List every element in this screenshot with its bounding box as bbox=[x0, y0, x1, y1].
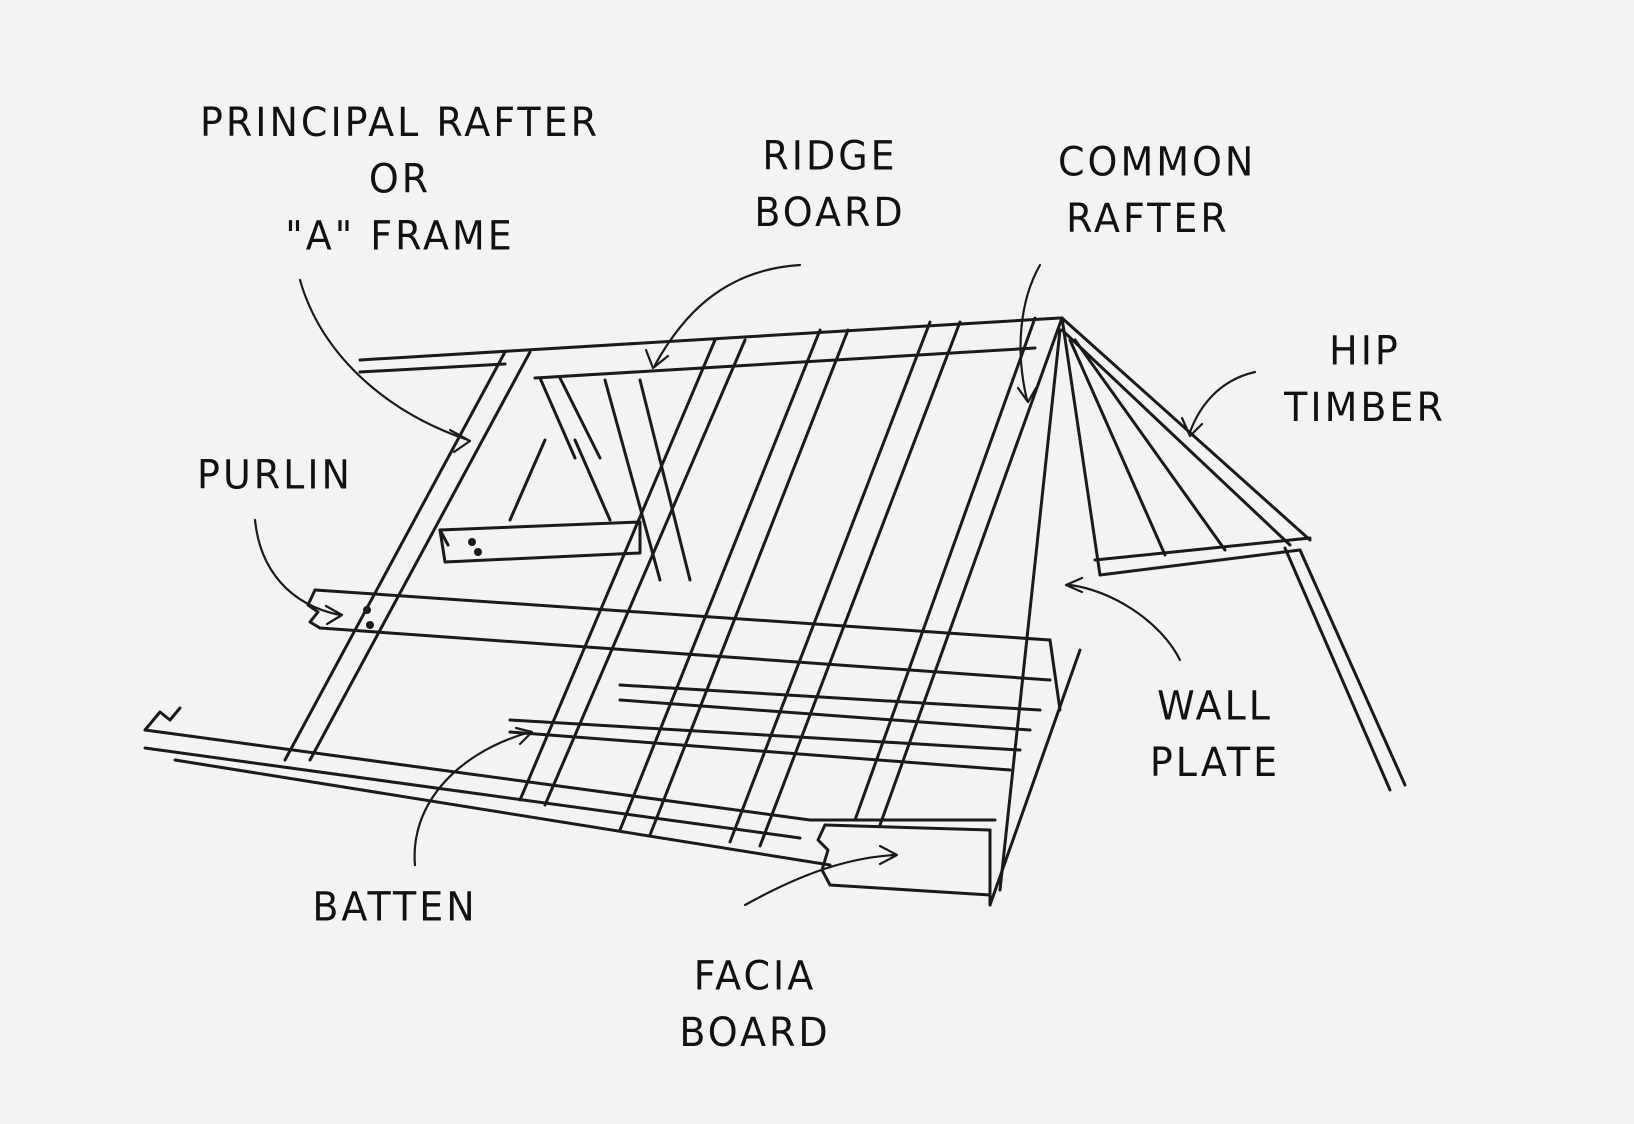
purlin bbox=[306, 588, 1052, 682]
label-line: COMMON bbox=[1058, 138, 1257, 185]
ridge-board bbox=[358, 316, 1062, 380]
label-line: OR bbox=[368, 155, 432, 203]
label-line: BOARD bbox=[679, 1009, 831, 1056]
label-line: HIP bbox=[1329, 327, 1401, 374]
label-line: BOARD bbox=[754, 189, 906, 236]
label-principal-rafter: PRINCIPAL RAFTER OR "A" FRAME bbox=[190, 94, 610, 264]
label-purlin: PURLIN bbox=[190, 447, 360, 504]
label-common-rafter: COMMON RAFTER bbox=[1058, 133, 1257, 246]
facia-board bbox=[173, 648, 1082, 907]
label-facia-board: FACIA BOARD bbox=[670, 947, 840, 1060]
label-batten: BATTEN bbox=[305, 879, 485, 936]
purlin-block bbox=[438, 520, 642, 564]
common-rafters bbox=[518, 316, 1064, 892]
label-line: BATTEN bbox=[312, 883, 478, 931]
label-line: RIDGE bbox=[762, 132, 898, 179]
label-line: "A" FRAME bbox=[285, 212, 515, 259]
label-line: TIMBER bbox=[1284, 384, 1446, 431]
label-line: WALL bbox=[1157, 682, 1273, 729]
label-line: FACIA bbox=[693, 952, 817, 999]
label-line: RAFTER bbox=[1066, 195, 1230, 242]
label-line: PLATE bbox=[1149, 739, 1281, 786]
label-wall-plate: WALL PLATE bbox=[1130, 677, 1300, 790]
wall-plate bbox=[143, 638, 1062, 840]
battens bbox=[508, 683, 1042, 772]
principal-rafter bbox=[283, 350, 692, 762]
leader-arrows bbox=[253, 263, 1257, 907]
label-ridge-board: RIDGE BOARD bbox=[750, 127, 910, 240]
hip-timber bbox=[1060, 316, 1407, 792]
label-line: PURLIN bbox=[197, 451, 353, 499]
label-line: PRINCIPAL RAFTER bbox=[199, 99, 601, 146]
label-hip-timber: HIP TIMBER bbox=[1270, 322, 1460, 435]
